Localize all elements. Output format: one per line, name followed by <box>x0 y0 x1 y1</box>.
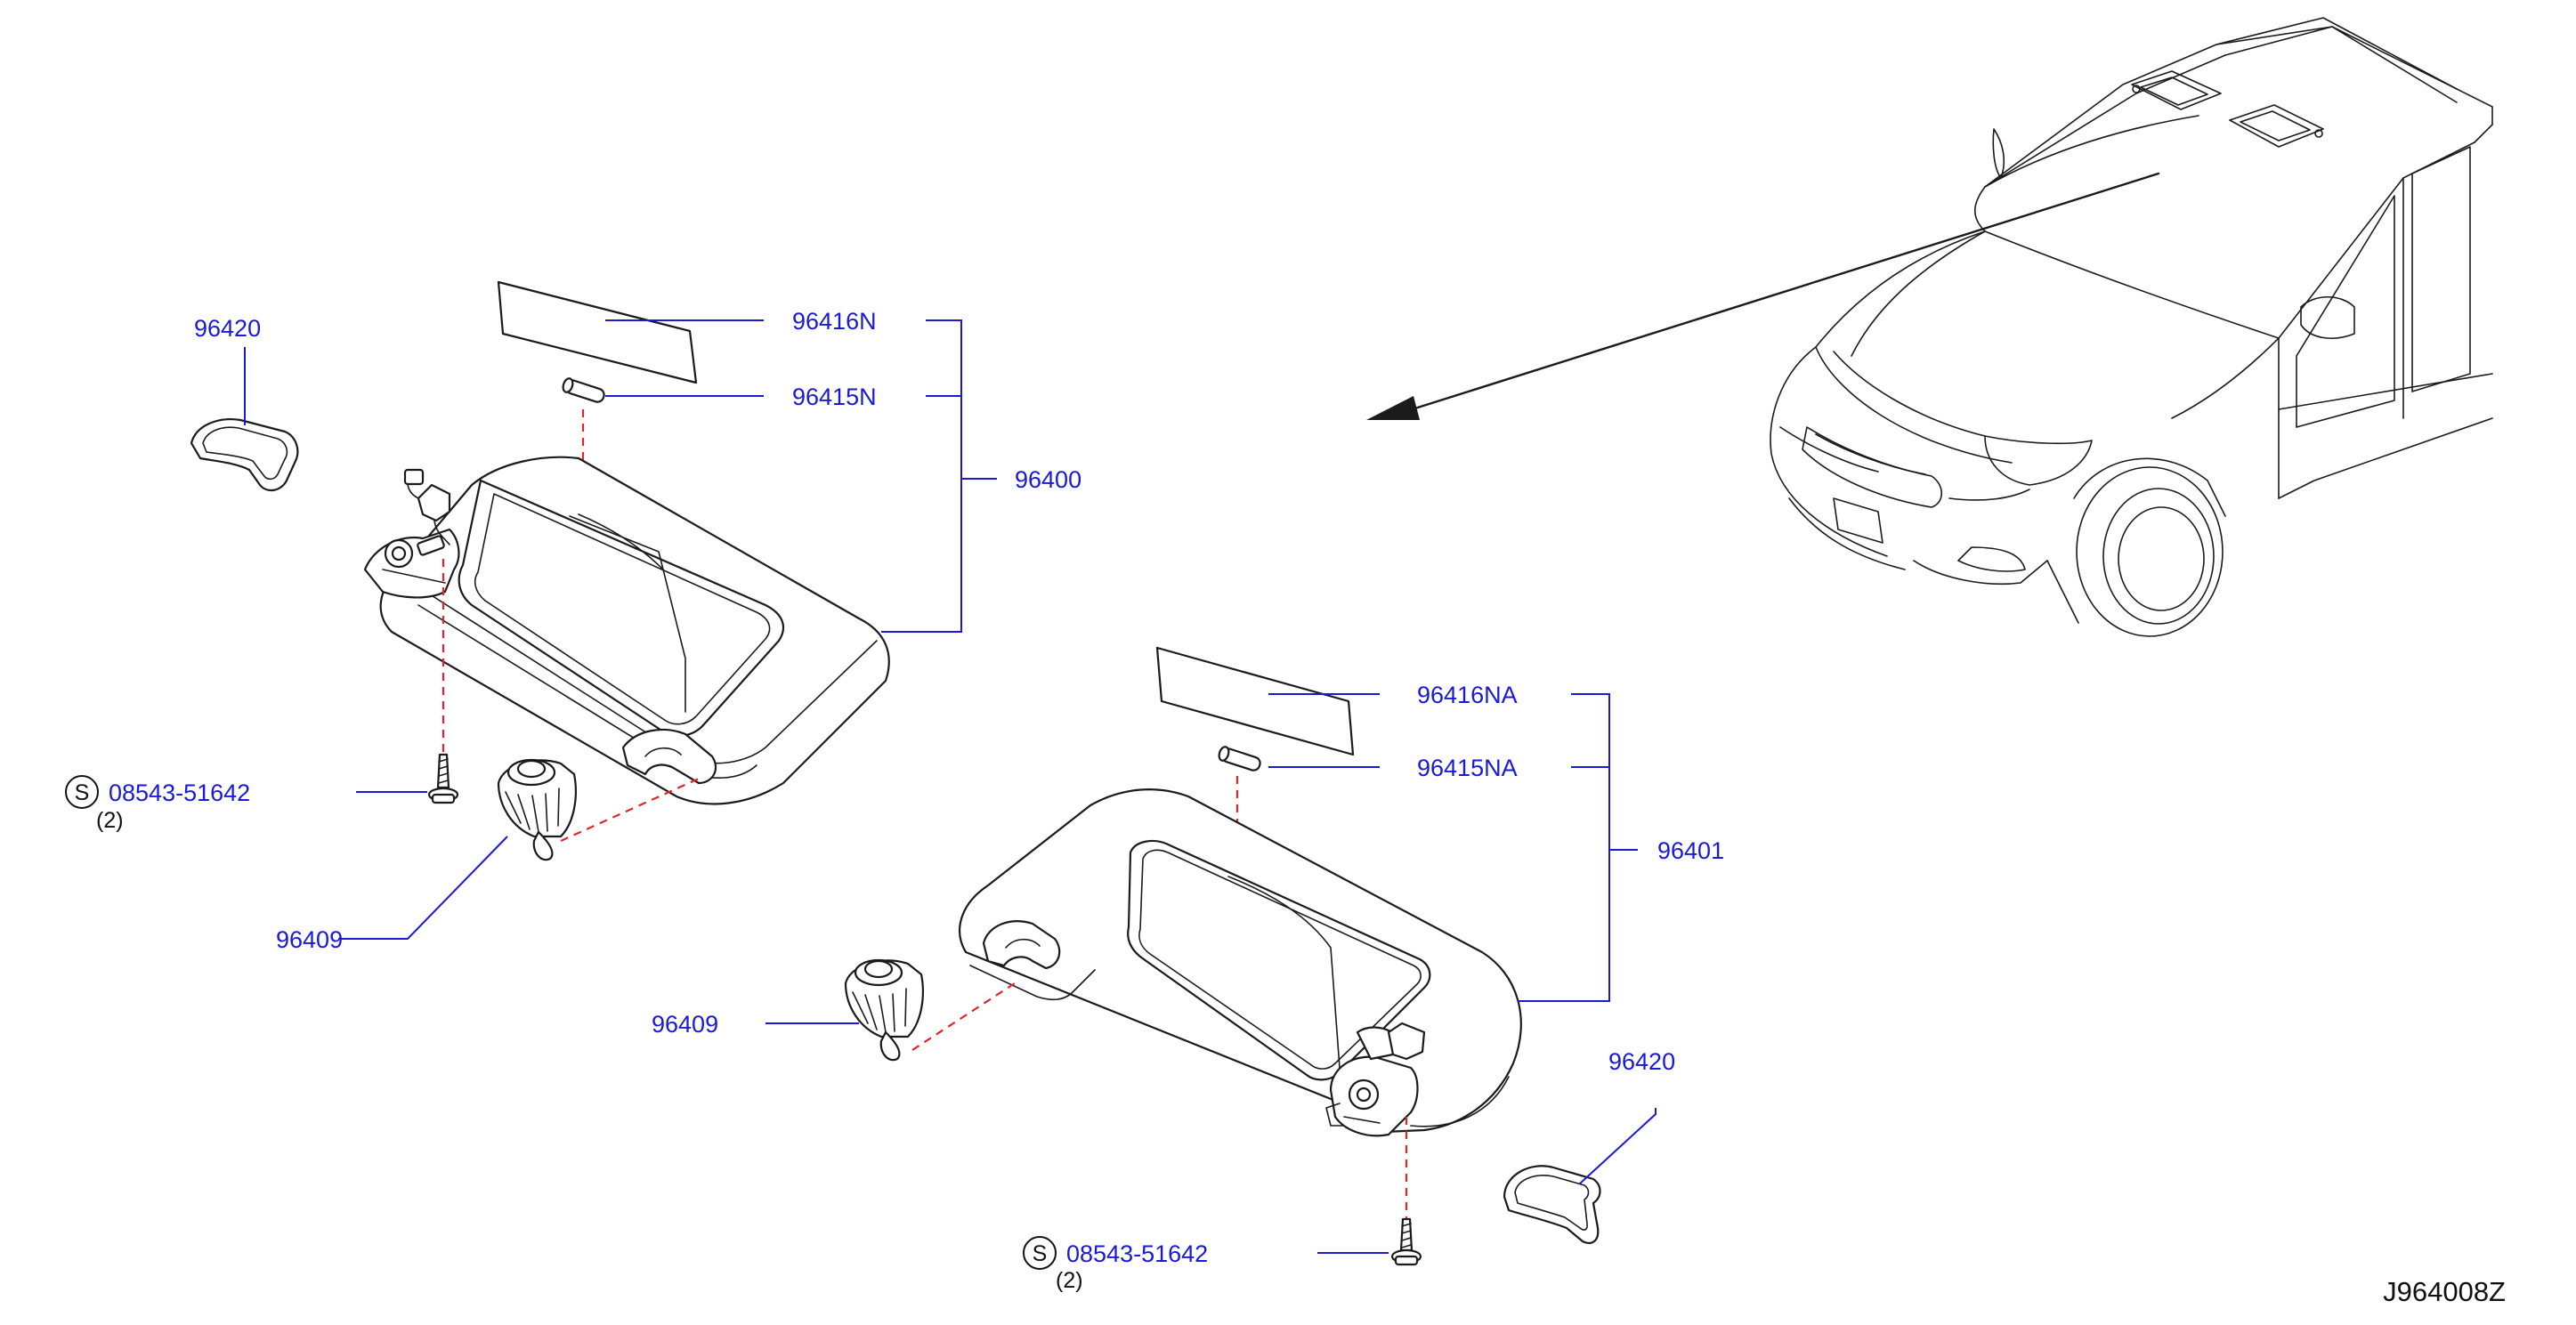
standard-part-mark-icon <box>1023 1236 1057 1270</box>
diagram-code: J964008Z <box>2383 1276 2506 1307</box>
standard-part-mark: S <box>75 780 90 805</box>
screw-callout-right: S 08543-51642 (2) <box>1023 1236 1208 1293</box>
left-visor-assembly <box>363 280 890 861</box>
label-96416N: 96416N <box>792 308 877 335</box>
visor-hinge-right <box>1325 1022 1426 1137</box>
label-96415NA: 96415NA <box>1417 755 1518 781</box>
visor-clip-left <box>497 758 577 861</box>
hinge-cover-left <box>190 418 299 492</box>
leader-lines <box>244 319 1657 1254</box>
visor-label-strip-right <box>1155 646 1355 756</box>
label-96400: 96400 <box>1015 466 1081 493</box>
label-96409-left: 96409 <box>276 926 343 953</box>
visor-clip-right <box>844 958 924 1062</box>
hinge-cover-right <box>1503 1165 1601 1244</box>
clip-pin-left <box>562 377 605 403</box>
label-96416NA: 96416NA <box>1417 682 1518 708</box>
right-visor-assembly <box>844 646 1601 1266</box>
standard-part-mark: S <box>1033 1241 1048 1266</box>
label-screw-right-qty: (2) <box>1056 1268 1083 1293</box>
label-96409-right: 96409 <box>652 1011 718 1038</box>
visor-hinge-left <box>363 468 460 599</box>
label-96401: 96401 <box>1657 837 1724 864</box>
clip-pin-right <box>1218 746 1261 772</box>
screw-callout-left: S 08543-51642 (2) <box>65 775 250 833</box>
label-96420-left: 96420 <box>194 315 261 342</box>
callout-labels: 96420 96416N 96415N 96400 S 08543-51642 … <box>65 308 2506 1307</box>
label-96415N: 96415N <box>792 384 877 410</box>
label-screw-right: 08543-51642 <box>1066 1240 1208 1267</box>
label-screw-left-qty: (2) <box>96 808 124 833</box>
label-screw-left: 08543-51642 <box>109 780 250 806</box>
screw-left <box>427 753 459 804</box>
screw-right <box>1390 1217 1422 1266</box>
visor-label-strip-left <box>497 280 698 384</box>
vehicle-illustration <box>1366 17 2493 637</box>
label-96420-right: 96420 <box>1608 1048 1675 1075</box>
standard-part-mark-icon <box>65 775 99 809</box>
